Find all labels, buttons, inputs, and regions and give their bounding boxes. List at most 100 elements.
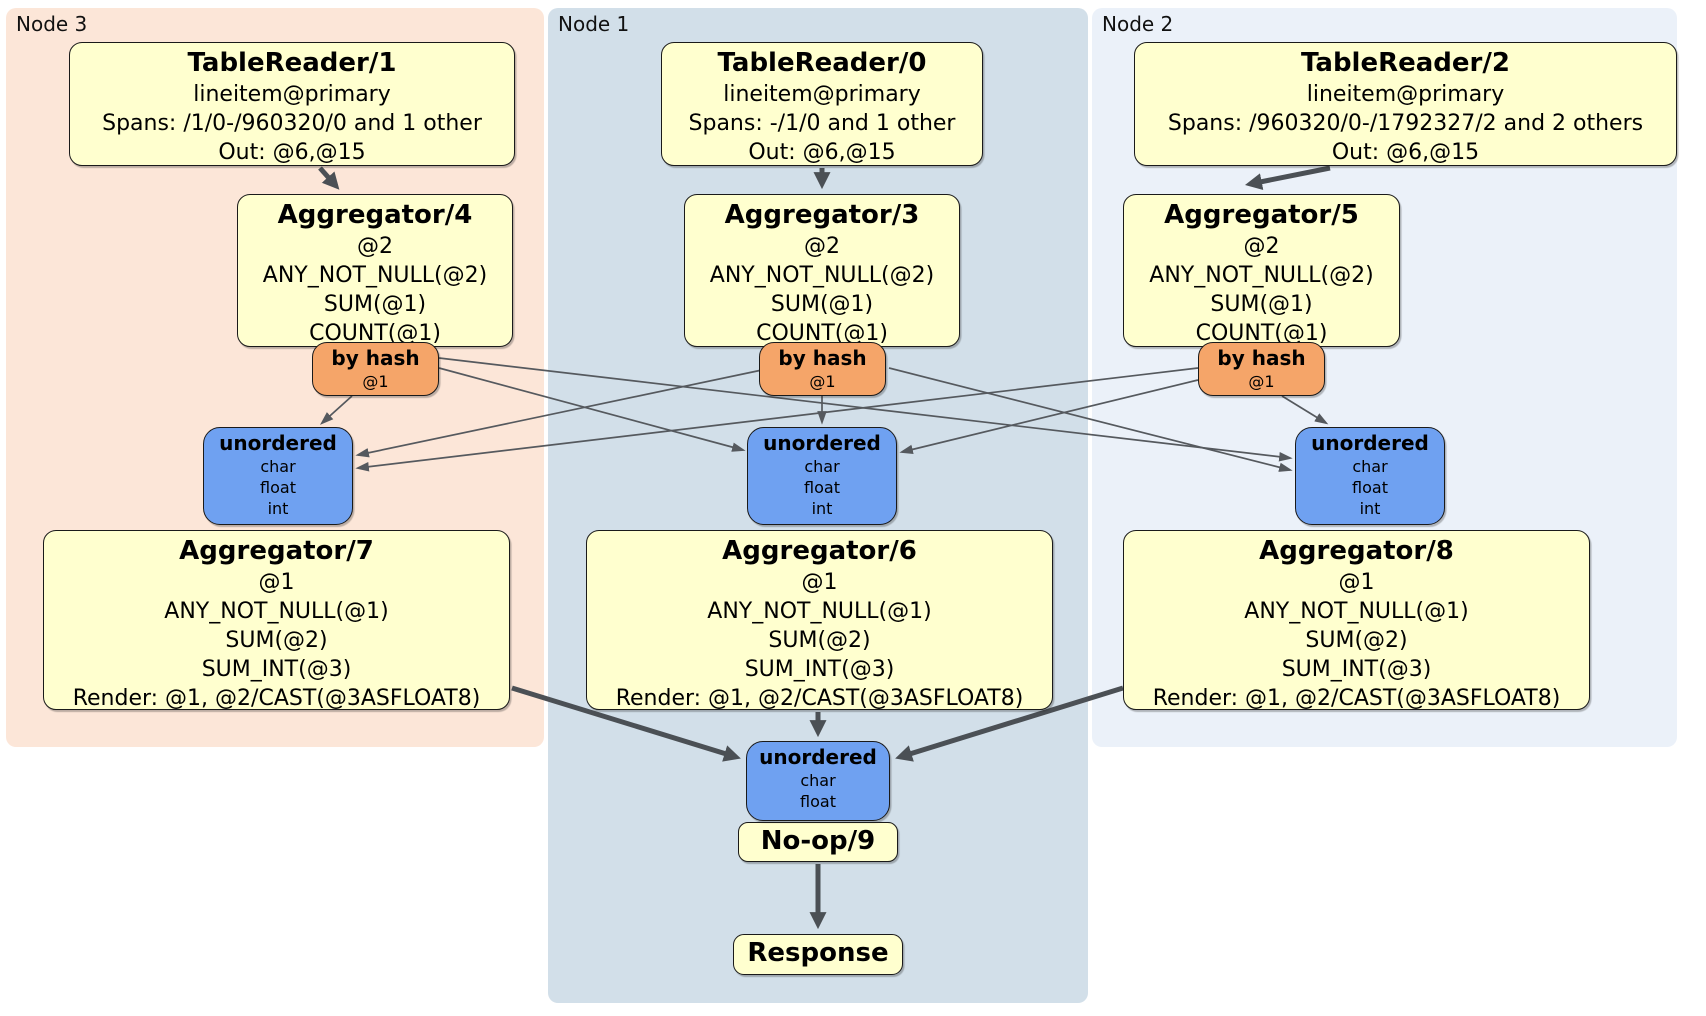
box-line: ANY_NOT_NULL(@2) bbox=[1149, 263, 1374, 288]
hash-router-node1: by hash @1 bbox=[759, 342, 886, 396]
router-to-sync-edges bbox=[319, 357, 1329, 472]
node-2-label: Node 2 bbox=[1102, 12, 1174, 36]
box-line: Render: @1, @2/CAST(@3ASFLOAT8) bbox=[1152, 686, 1561, 710]
box-title: unordered bbox=[1311, 431, 1429, 455]
box-line: lineitem@primary bbox=[723, 82, 921, 107]
box-line: SUM(@1) bbox=[1210, 292, 1313, 317]
box-line: @1 bbox=[1248, 372, 1275, 391]
box-title: unordered bbox=[219, 431, 337, 455]
box-line: SUM(@2) bbox=[768, 628, 871, 653]
box-title: TableReader/0 bbox=[717, 48, 927, 78]
aggregator-7-box: Aggregator/7 @1 ANY_NOT_NULL(@1) SUM(@2)… bbox=[43, 530, 510, 710]
box-title: unordered bbox=[759, 745, 877, 769]
box-title: Aggregator/7 bbox=[179, 536, 374, 566]
box-line: COUNT(@1) bbox=[756, 321, 888, 346]
aggregator-5-box: Aggregator/5 @2 ANY_NOT_NULL(@2) SUM(@1)… bbox=[1123, 194, 1400, 347]
box-line: @2 bbox=[357, 234, 393, 259]
box-line: @1 bbox=[809, 372, 836, 391]
box-line: @1 bbox=[1338, 570, 1375, 595]
box-line: float bbox=[804, 478, 840, 497]
edge-router3-sync1 bbox=[438, 367, 746, 452]
unordered-sync-node3: unordered char float int bbox=[203, 427, 353, 525]
box-line: Render: @1, @2/CAST(@3ASFLOAT8) bbox=[615, 686, 1024, 710]
box-line: ANY_NOT_NULL(@2) bbox=[262, 263, 488, 288]
box-line: @2 bbox=[1243, 234, 1280, 259]
box-line: @1 bbox=[801, 570, 838, 595]
box-line: int bbox=[811, 499, 833, 518]
box-title: Aggregator/3 bbox=[724, 200, 920, 230]
box-line: SUM_INT(@3) bbox=[201, 657, 352, 682]
box-line: Spans: /1/0-/960320/0 and 1 other bbox=[102, 111, 482, 136]
tablereader-0-box: TableReader/0 lineitem@primary Spans: -/… bbox=[661, 42, 983, 166]
box-line: lineitem@primary bbox=[1306, 82, 1505, 107]
hash-router-node3: by hash @1 bbox=[312, 342, 439, 396]
unordered-sync-final: unordered char float bbox=[746, 741, 890, 821]
box-line: Spans: -/1/0 and 1 other bbox=[688, 111, 956, 136]
box-line: Out: @6,@15 bbox=[748, 140, 896, 165]
node-3-label: Node 3 bbox=[16, 12, 88, 36]
box-line: SUM(@2) bbox=[1305, 628, 1408, 653]
box-line: @1 bbox=[258, 570, 295, 595]
edge-agg7-finalsync bbox=[511, 685, 741, 762]
edge-router1-sync2 bbox=[888, 367, 1293, 472]
edge-agg8-finalsync bbox=[895, 685, 1124, 762]
thick-edges bbox=[318, 165, 1331, 930]
box-line: ANY_NOT_NULL(@2) bbox=[709, 263, 935, 288]
box-title: Aggregator/8 bbox=[1259, 536, 1454, 566]
edge-router2-sync2 bbox=[1281, 395, 1329, 425]
box-line: char bbox=[804, 457, 840, 476]
box-line: Out: @6,@15 bbox=[218, 140, 366, 165]
edge-tr1-agg4 bbox=[318, 166, 340, 190]
box-line: SUM_INT(@3) bbox=[744, 657, 895, 682]
box-line: ANY_NOT_NULL(@1) bbox=[1244, 599, 1469, 624]
box-line: Out: @6,@15 bbox=[1331, 140, 1480, 165]
box-line: ANY_NOT_NULL(@1) bbox=[164, 599, 389, 624]
aggregator-6-box: Aggregator/6 @1 ANY_NOT_NULL(@1) SUM(@2)… bbox=[586, 530, 1053, 710]
aggregator-3-box: Aggregator/3 @2 ANY_NOT_NULL(@2) SUM(@1)… bbox=[684, 194, 960, 347]
response-box: Response bbox=[733, 934, 903, 975]
box-title: TableReader/2 bbox=[1301, 48, 1510, 78]
box-line: @1 bbox=[362, 372, 389, 391]
edge-router2-sync3 bbox=[355, 367, 1199, 472]
box-line: lineitem@primary bbox=[193, 82, 391, 107]
box-line: float bbox=[800, 792, 836, 811]
box-title: Aggregator/6 bbox=[722, 536, 917, 566]
box-title: by hash bbox=[1217, 346, 1306, 370]
tablereader-1-box: TableReader/1 lineitem@primary Spans: /1… bbox=[69, 42, 515, 166]
tablereader-2-box: TableReader/2 lineitem@primary Spans: /9… bbox=[1134, 42, 1677, 166]
box-line: Spans: /960320/0-/1792327/2 and 2 others bbox=[1167, 111, 1644, 136]
aggregator-4-box: Aggregator/4 @2 ANY_NOT_NULL(@2) SUM(@1)… bbox=[237, 194, 513, 347]
unordered-sync-node2: unordered char float int bbox=[1295, 427, 1445, 525]
box-title: Aggregator/4 bbox=[277, 200, 473, 230]
hash-router-node2: by hash @1 bbox=[1198, 342, 1325, 396]
box-line: int bbox=[267, 499, 289, 518]
box-line: char bbox=[1352, 457, 1388, 476]
box-line: SUM(@2) bbox=[225, 628, 328, 653]
edge-router1-sync3 bbox=[355, 369, 763, 458]
edge-router3-sync3 bbox=[319, 395, 353, 425]
box-line: float bbox=[1352, 478, 1388, 497]
unordered-sync-node1: unordered char float int bbox=[747, 427, 897, 525]
box-line: int bbox=[1359, 499, 1381, 518]
box-title: No-op/9 bbox=[760, 826, 876, 856]
box-line: COUNT(@1) bbox=[309, 321, 441, 346]
aggregator-8-box: Aggregator/8 @1 ANY_NOT_NULL(@1) SUM(@2)… bbox=[1123, 530, 1590, 710]
node-1-label: Node 1 bbox=[558, 12, 630, 36]
box-line: SUM(@1) bbox=[323, 292, 427, 317]
box-line: ANY_NOT_NULL(@1) bbox=[707, 599, 932, 624]
noop-box: No-op/9 bbox=[738, 822, 898, 862]
box-line: float bbox=[260, 478, 296, 497]
box-title: by hash bbox=[331, 346, 420, 370]
box-title: Response bbox=[747, 938, 889, 968]
box-title: unordered bbox=[763, 431, 881, 455]
box-title: TableReader/1 bbox=[187, 48, 397, 78]
edge-router2-sync1 bbox=[899, 379, 1199, 455]
box-line: @2 bbox=[804, 234, 840, 259]
box-line: Render: @1, @2/CAST(@3ASFLOAT8) bbox=[72, 686, 481, 710]
edge-tr2-agg5 bbox=[1244, 165, 1331, 191]
box-line: COUNT(@1) bbox=[1195, 321, 1328, 346]
box-line: SUM_INT(@3) bbox=[1281, 657, 1432, 682]
box-title: by hash bbox=[778, 346, 867, 370]
